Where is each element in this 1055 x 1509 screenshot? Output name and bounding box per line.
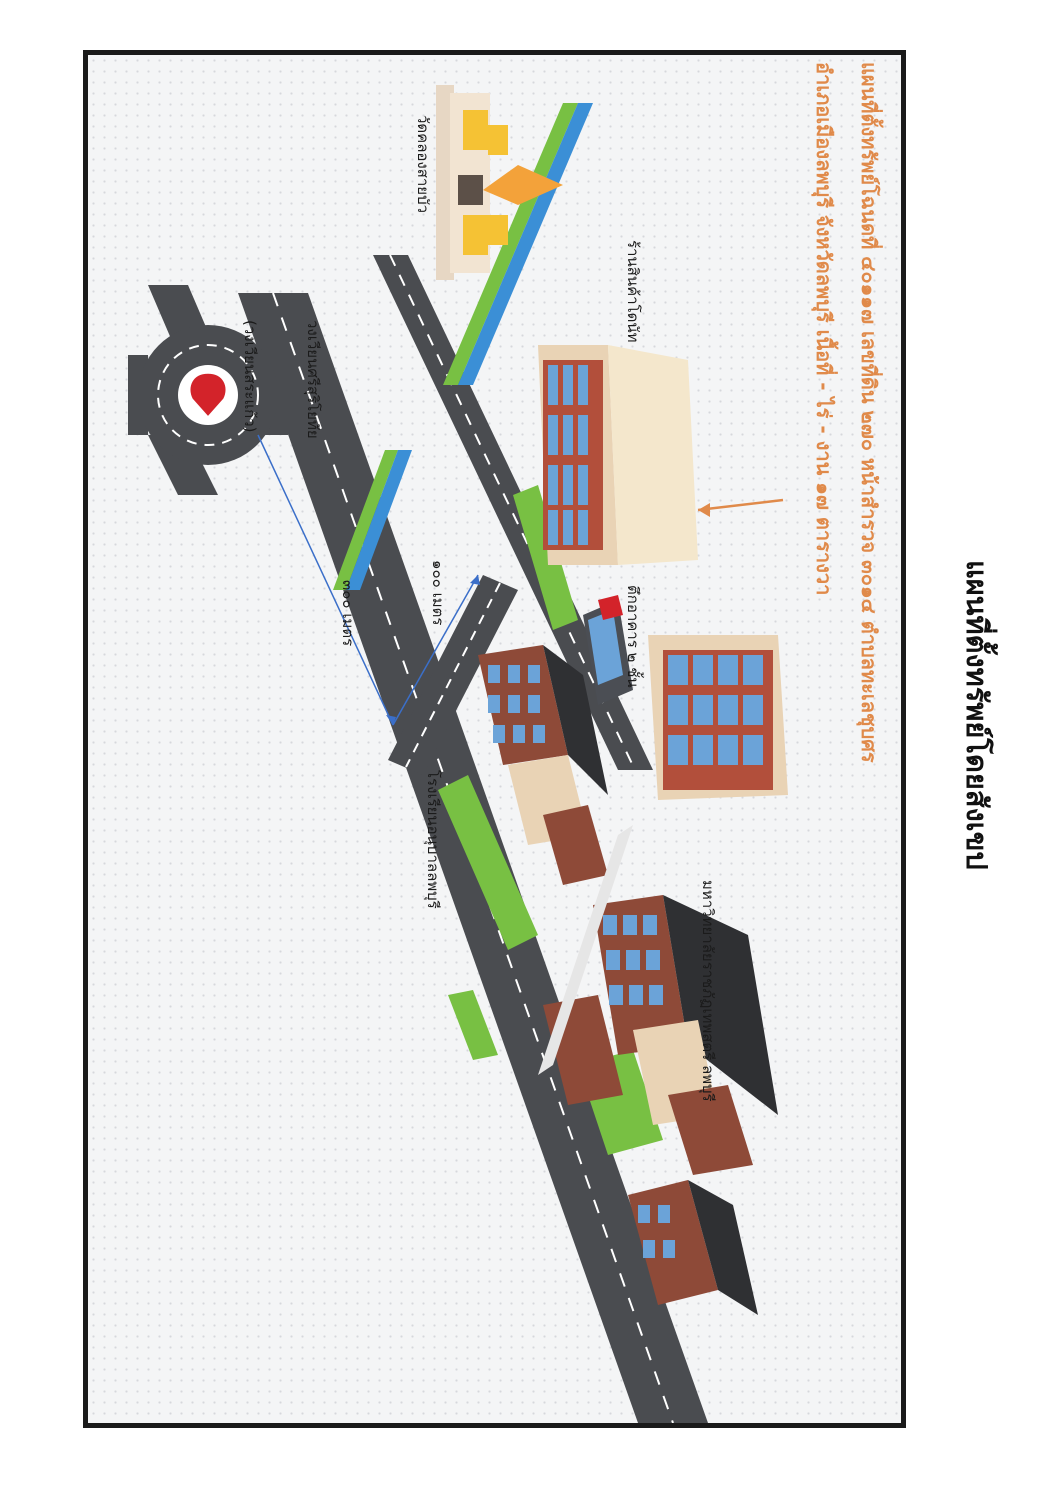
- building-icon: [538, 345, 698, 565]
- canal-temple: [443, 103, 593, 385]
- shop-arrow: [697, 498, 784, 517]
- label-university: มหาวิทยาลัยราชภัฏเทพสตรี ลพบุรี: [699, 880, 717, 1102]
- label-shophouse: ตึกอาคาร ๒ ชั้น: [624, 585, 642, 688]
- map-canvas: [128, 85, 788, 1423]
- label-roundabout-line2: (วงเวียนสระแก้ว): [241, 320, 259, 433]
- label-school: โรงเรียนอนุบาลลพบุรี: [424, 770, 442, 909]
- label-distance-100: ๑๐๐ เมตร: [429, 560, 447, 626]
- label-temple: วัดคลองสายบัว: [414, 115, 432, 214]
- map-pin-icon: [188, 372, 228, 419]
- university-buildings: [538, 825, 778, 1315]
- label-shop: ร้านสินค้าโดนัท: [624, 240, 642, 343]
- connector-road: [388, 575, 518, 775]
- school-buildings: [478, 645, 608, 885]
- canal-middle: [333, 450, 412, 590]
- label-distance-300: ๓๐๐ เมตร: [339, 580, 357, 647]
- label-roundabout-line1: วงเวียนศรีสุริโยทัย: [304, 320, 322, 439]
- shophouse-building: [583, 595, 633, 705]
- tan-building: [648, 635, 788, 800]
- route-line-300: [257, 434, 396, 726]
- map-frame: [83, 50, 906, 1428]
- temple-icon: [436, 85, 563, 280]
- route-line-100: [392, 574, 480, 726]
- subtitle-line-2: อำเภอเมืองลพบุรี จังหวัดลพบุรี เนื้อที่ …: [812, 62, 836, 596]
- subtitle-line-1: แผนที่ตั้งทรัพย์โฉนดที่ ๔๐๑๑๗ เลขที่ดิน …: [857, 62, 881, 763]
- page-title: แผนที่ตั้งทรัพย์โดยสังเขป: [960, 560, 994, 870]
- upper-road: [373, 254, 653, 771]
